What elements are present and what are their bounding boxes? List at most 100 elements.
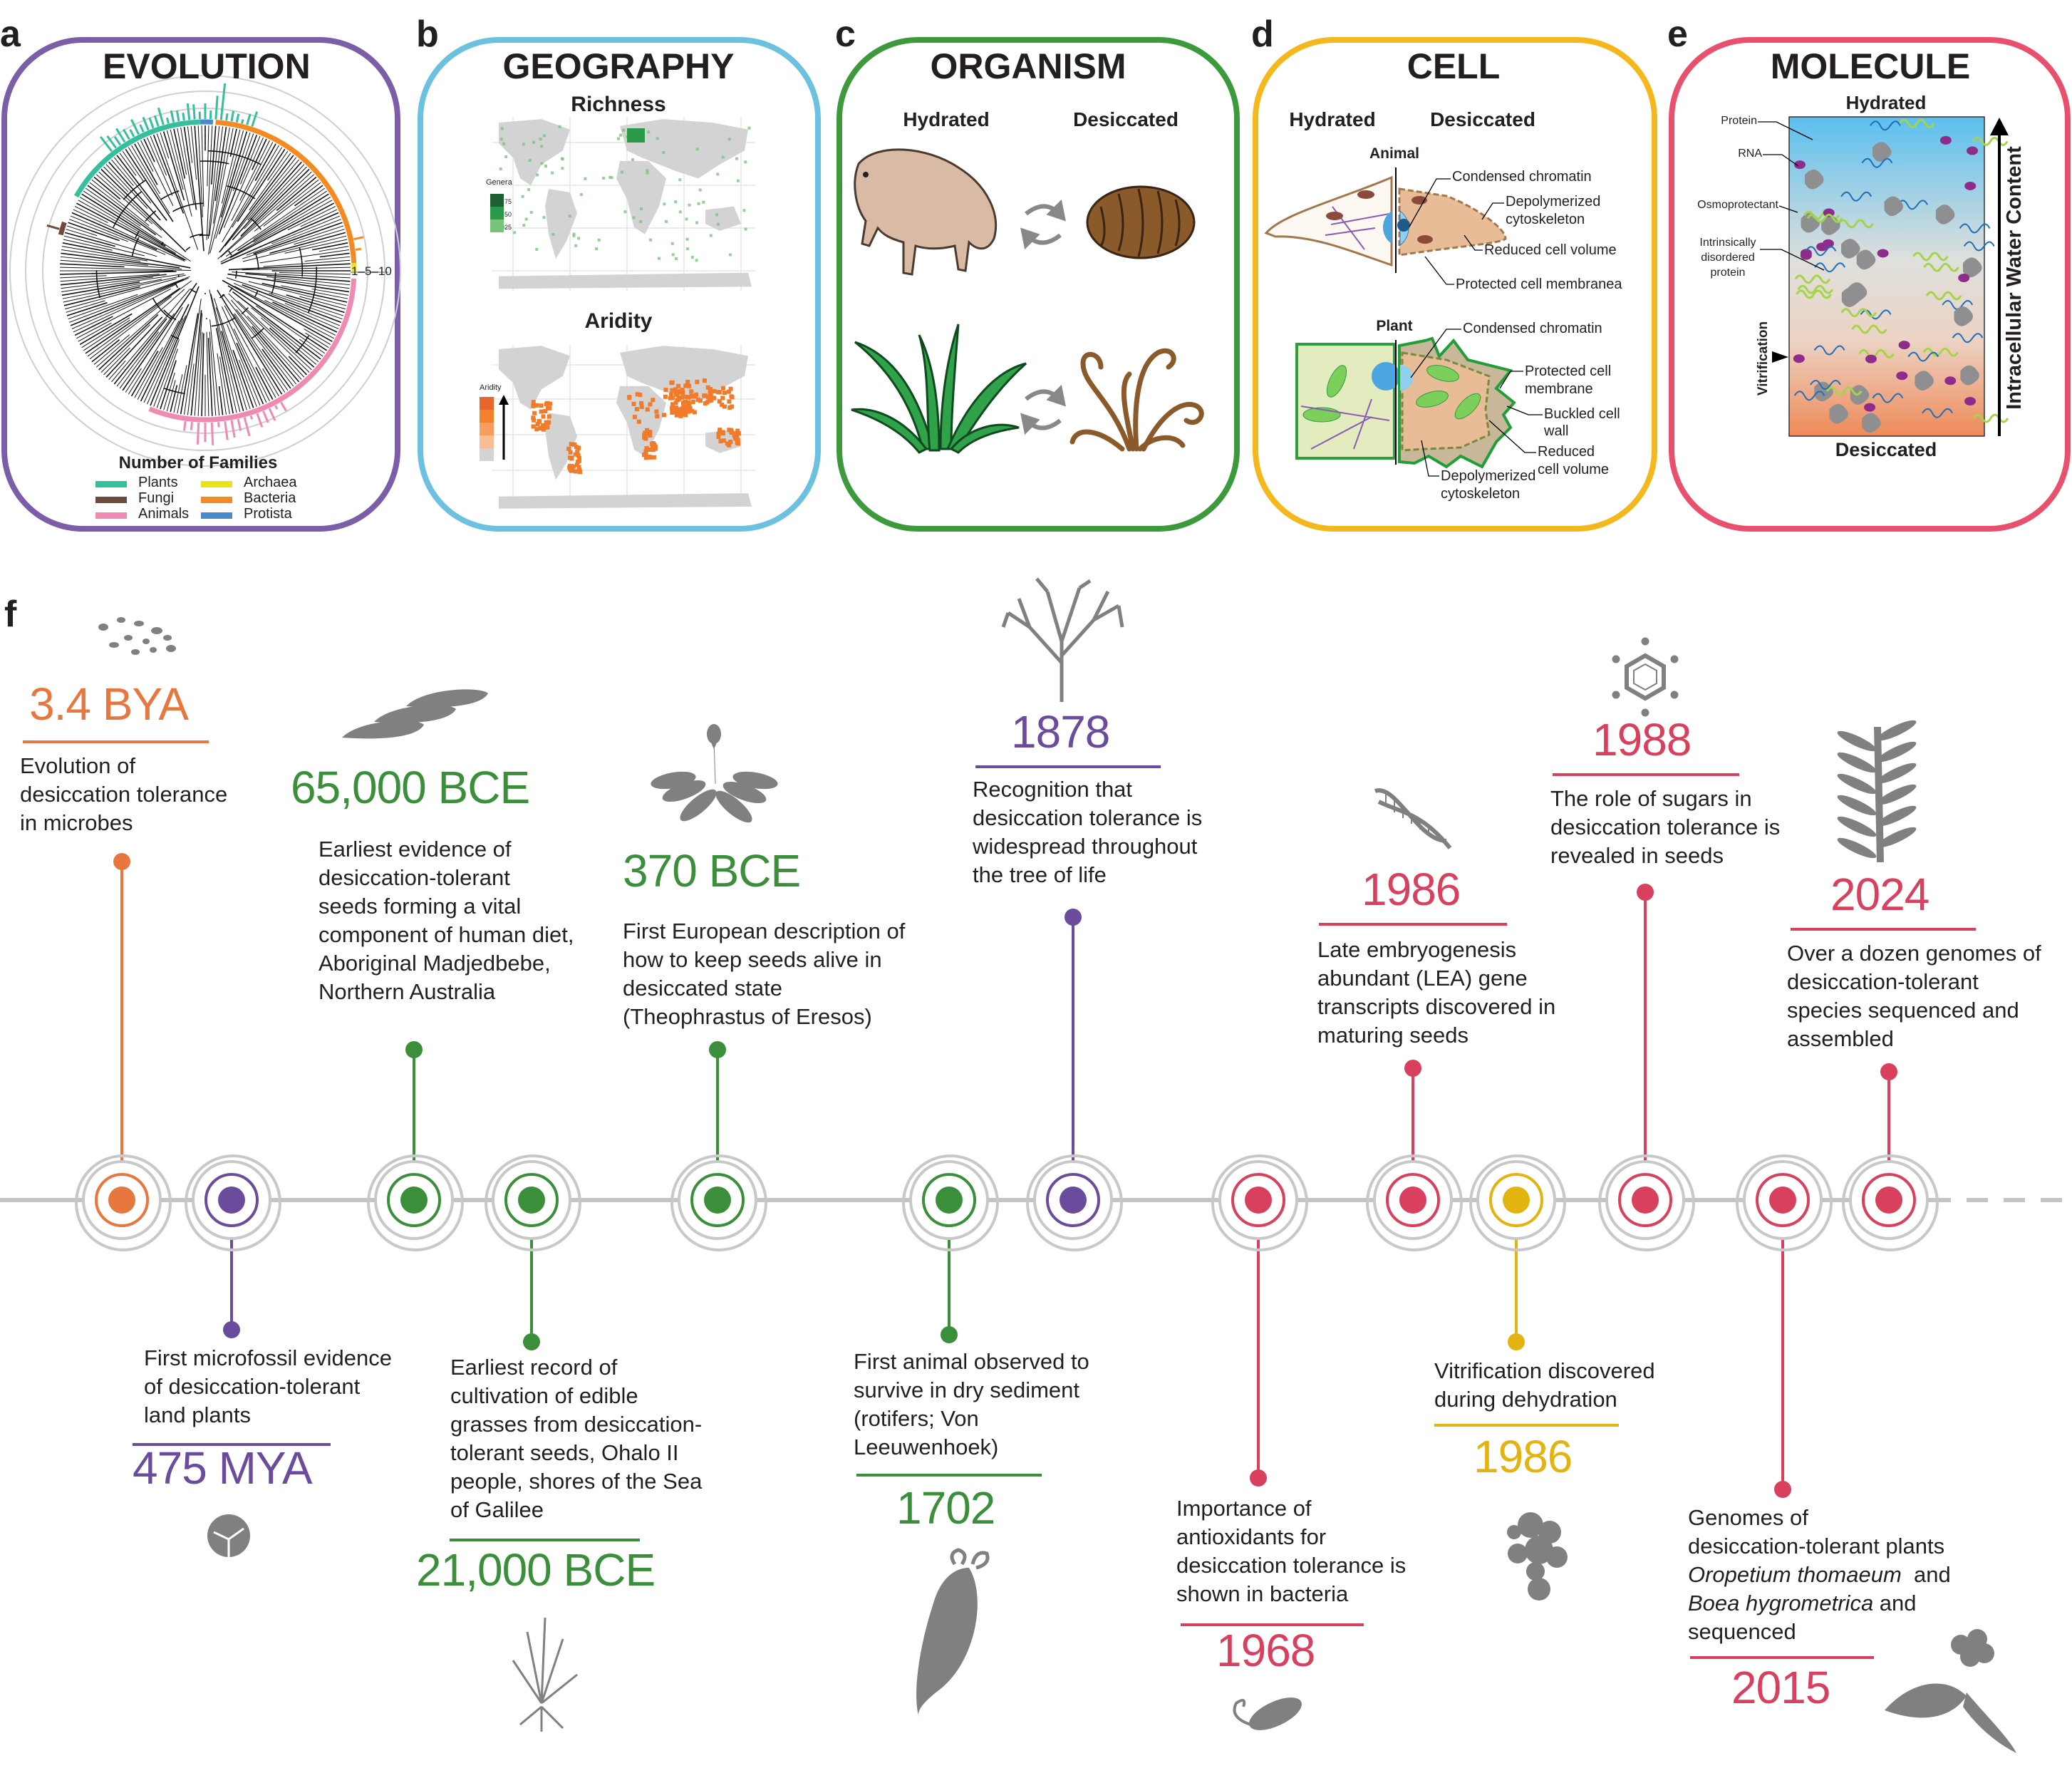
legend-label: Plants xyxy=(138,475,178,490)
plant-cell-hydrated xyxy=(1295,343,1400,460)
cell-desiccated-label: Desiccated xyxy=(1430,108,1535,130)
timeline-event-marker[interactable] xyxy=(1366,1060,1463,1251)
spore-icon xyxy=(207,1514,250,1557)
animal-nucleus xyxy=(1382,210,1410,247)
event-year: 1986 xyxy=(1473,1431,1573,1482)
panel-d-letter: d xyxy=(1251,14,1274,55)
node-dot xyxy=(218,1187,245,1214)
description-line: Recognition that xyxy=(973,777,1133,802)
timeline-event-marker[interactable] xyxy=(185,1154,281,1338)
description-line: shown in bacteria xyxy=(1176,1581,1349,1606)
callout-buckled-cell: Buckled cell xyxy=(1544,406,1620,422)
tardigrade-hydrated xyxy=(854,148,998,276)
timeline-event-marker[interactable] xyxy=(75,853,172,1251)
event-stem-dot xyxy=(1774,1481,1791,1498)
description-line: in microbes xyxy=(20,810,133,835)
timeline-event-marker[interactable] xyxy=(1842,1063,1939,1251)
plant-icon xyxy=(651,724,778,823)
node-outer-ring xyxy=(1026,1154,1123,1251)
description-line: desiccation tolerance is xyxy=(1176,1553,1407,1578)
panel-e-frame xyxy=(1669,37,2071,532)
legend-label: Fungi xyxy=(138,490,175,506)
event-stem-dot xyxy=(709,1041,726,1058)
timeline-event-marker[interactable] xyxy=(485,1154,581,1350)
description-line: First microfossil evidence xyxy=(144,1345,392,1370)
panel-b-letter: b xyxy=(416,14,439,55)
node-dot xyxy=(936,1187,963,1214)
timeline-event-marker[interactable] xyxy=(670,1041,767,1251)
plant-cell-label: Plant xyxy=(1376,318,1413,334)
event-stem-dot xyxy=(1250,1469,1267,1487)
event-year: 370 BCE xyxy=(623,845,801,896)
panel-c-frame xyxy=(836,37,1240,532)
vitrification-arrow-icon xyxy=(1772,351,1788,363)
arrow-head-icon xyxy=(1990,118,2009,135)
organism-desiccated-label: Desiccated xyxy=(1073,108,1179,130)
event-stem-dot xyxy=(1637,884,1654,901)
description-line: maturing seeds xyxy=(1317,1023,1468,1048)
legend-title: Number of Families xyxy=(118,453,278,472)
node-outer-ring xyxy=(185,1154,281,1251)
phylogeny-tree xyxy=(9,75,401,467)
aridity-map-title: Aridity xyxy=(584,309,653,333)
callout-depolymerized: Depolymerized xyxy=(1441,468,1536,484)
description-line: Northern Australia xyxy=(318,979,496,1004)
node-dot xyxy=(1875,1187,1902,1214)
timeline-event-marker[interactable] xyxy=(1736,1154,1833,1498)
callout-wall: wall xyxy=(1544,423,1569,439)
legend-label: Bacteria xyxy=(244,490,296,506)
node-outer-ring xyxy=(670,1154,767,1251)
species-name: Oropetium thomaeum xyxy=(1688,1562,1902,1587)
seeds-icon xyxy=(342,689,488,739)
timeline-event-marker[interactable] xyxy=(367,1041,464,1251)
event-stem-dot xyxy=(1404,1060,1421,1077)
callout-cell-volume: cell volume xyxy=(1538,462,1610,477)
tree-scale-ticks: 1–5–10 xyxy=(351,264,392,278)
node-outer-ring xyxy=(1598,1154,1695,1251)
event-year: 2024 xyxy=(1830,869,1929,920)
microbes-icon xyxy=(98,617,176,655)
description-line: sequenced xyxy=(1688,1619,1796,1644)
scale-tick: 10 xyxy=(378,264,392,278)
description-line: (rotifers; Von xyxy=(854,1406,979,1431)
timeline-event-marker[interactable] xyxy=(1469,1154,1566,1350)
event-year: 65,000 BCE xyxy=(291,762,530,813)
description-line: abundant (LEA) gene xyxy=(1317,966,1528,991)
callout-cytoskeleton: cytoskeleton xyxy=(1441,486,1521,502)
event-year: 21,000 BCE xyxy=(416,1544,656,1596)
panel-a-letter: a xyxy=(0,14,21,55)
timeline-event-marker[interactable] xyxy=(1026,909,1123,1251)
node-dot xyxy=(108,1187,135,1214)
description-line: people, shores of the Sea xyxy=(450,1469,703,1494)
description-line: component of human diet, xyxy=(318,922,574,947)
event-year: 1702 xyxy=(896,1482,995,1534)
description-line: cultivation of edible xyxy=(450,1383,638,1408)
callout-protein-idp: protein xyxy=(1710,267,1746,279)
timeline-event-marker[interactable] xyxy=(1598,884,1695,1251)
node-outer-ring xyxy=(1736,1154,1833,1251)
genera-legend-ticks: 75 50 25 xyxy=(504,195,512,234)
timeline-event-marker[interactable] xyxy=(902,1154,999,1343)
callout-depolymerized: Depolymerized xyxy=(1506,194,1601,210)
rehydration-arrows-icon xyxy=(1020,199,1066,435)
timeline-event-marker[interactable] xyxy=(1211,1154,1308,1487)
description-line: species sequenced and xyxy=(1787,998,2019,1023)
vitrification-label: Vitrification xyxy=(1756,321,1771,396)
line-segment: and xyxy=(1901,1562,1951,1587)
panel-e-letter: e xyxy=(1667,14,1688,55)
panel-c-letter: c xyxy=(835,14,856,55)
description-line: Vitrification discovered xyxy=(1434,1358,1655,1383)
node-dot xyxy=(704,1187,731,1214)
node-dot xyxy=(518,1187,545,1214)
event-stem-dot xyxy=(941,1326,958,1343)
legend-swatch xyxy=(95,497,127,503)
grass-icon xyxy=(512,1617,578,1732)
resurrection-plant-desiccated xyxy=(1069,348,1204,452)
glass-cluster-icon xyxy=(1507,1512,1568,1601)
description-line: desiccated state xyxy=(623,976,783,1001)
